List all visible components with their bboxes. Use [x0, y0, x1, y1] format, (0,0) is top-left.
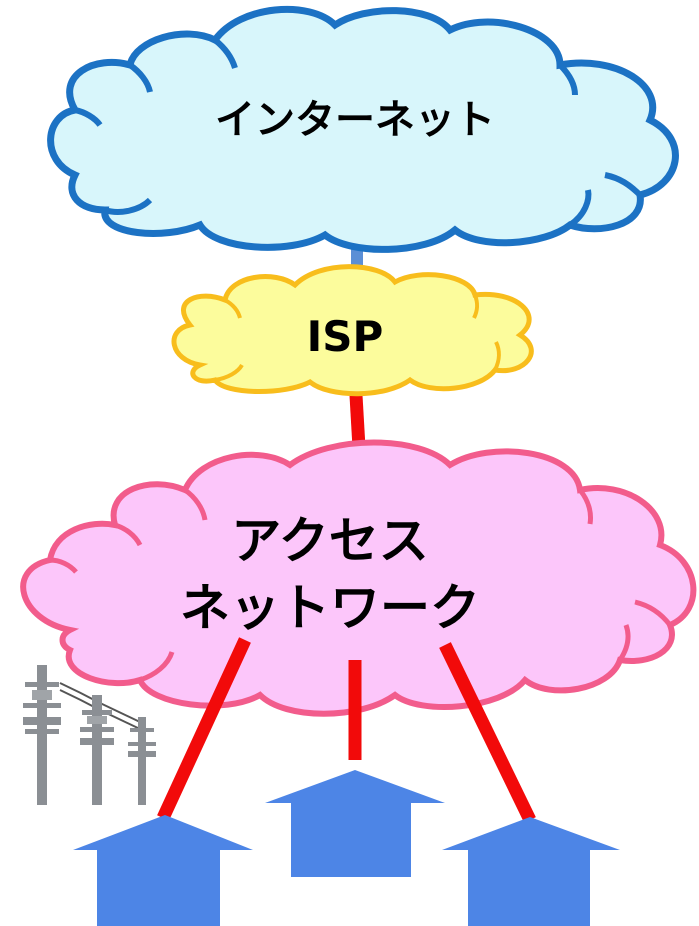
link-access-house-right	[439, 642, 536, 823]
link-access-house-left	[157, 637, 251, 821]
access-network-cloud: アクセス ネットワーク	[20, 439, 697, 717]
access-network-cloud-shape	[20, 439, 697, 717]
internet-cloud-shape	[47, 5, 679, 253]
internet-label: インターネット	[215, 97, 495, 143]
isp-cloud-shape	[171, 264, 534, 397]
house-icon	[265, 770, 445, 877]
utility-pole-icon	[23, 665, 156, 805]
house-icon	[73, 815, 253, 926]
access-network-label-line1: アクセス	[231, 512, 429, 570]
internet-cloud: インターネット	[47, 5, 679, 253]
house-icon	[442, 817, 620, 926]
isp-label: ISP	[307, 312, 384, 361]
isp-cloud: ISP	[171, 264, 534, 397]
access-network-label-line2: ネットワーク	[180, 579, 480, 637]
